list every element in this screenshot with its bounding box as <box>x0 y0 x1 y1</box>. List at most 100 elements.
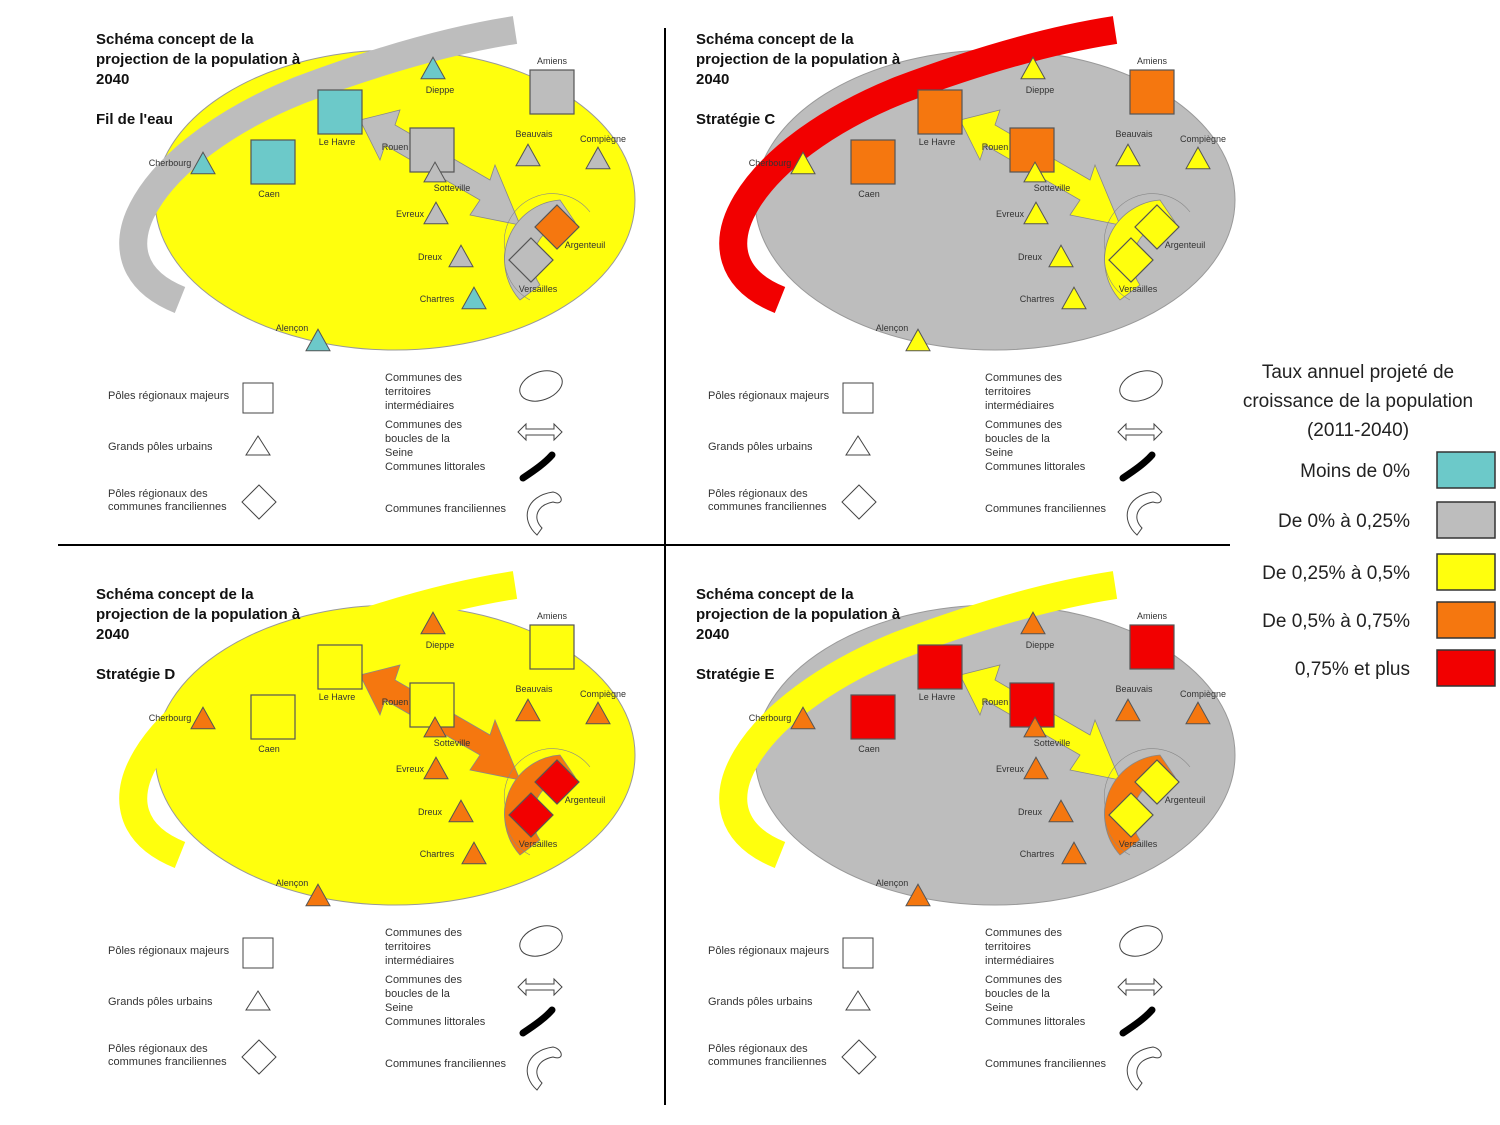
tri-compiegne <box>1185 701 1211 725</box>
city-label-evreux: Evreux <box>396 764 425 774</box>
legend-poles-majeurs-label: Pôles régionaux majeurs <box>708 945 830 957</box>
legend-double-arrow-symbol <box>517 977 563 997</box>
dia-argenteuil <box>1134 204 1180 250</box>
pole-caen <box>250 694 296 740</box>
city-label-caen: Caen <box>858 744 880 754</box>
legend-littorales-label: Communes littorales <box>385 461 486 473</box>
city-label-compiegne: Compiègne <box>1180 689 1226 699</box>
dia-argenteuil <box>534 759 580 805</box>
legend-double-arrow-symbol <box>1117 977 1163 997</box>
city-label-chartres: Chartres <box>420 849 455 859</box>
rate-legend-swatch-5 <box>1436 649 1496 687</box>
franciliennes-outline <box>1104 193 1191 301</box>
panel-title-line: Schéma concept de la <box>696 31 854 48</box>
scenario-name: Stratégie C <box>696 111 775 128</box>
pole-amiens <box>1129 624 1175 670</box>
tri-dieppe <box>420 611 446 635</box>
legend-diamond-symbol <box>241 1039 277 1075</box>
legend-grands-poles-label: Grands pôles urbains <box>108 441 213 453</box>
legend-territoires-label-line: territoires <box>985 941 1031 953</box>
city-label-cherbourg: Cherbourg <box>749 158 792 168</box>
legend-crescent-symbol <box>526 1046 562 1091</box>
city-label-dreux: Dreux <box>1018 252 1043 262</box>
legend-territoires-label-line: Communes des <box>985 372 1063 384</box>
legend-poles-majeurs-label: Pôles régionaux majeurs <box>108 945 230 957</box>
tri-compiegne <box>585 701 611 725</box>
panel-title-line: 2040 <box>96 71 129 88</box>
pole-amiens <box>529 624 575 670</box>
city-label-amiens: Amiens <box>1137 56 1168 66</box>
panel-title-line: projection de la population à <box>96 606 301 623</box>
city-label-sotteville: Sotteville <box>434 183 471 193</box>
city-label-versailles: Versailles <box>519 839 558 849</box>
legend-boucles-label-line: Seine <box>985 1002 1013 1014</box>
legend-double-arrow-symbol <box>517 422 563 442</box>
legend-littorales-label: Communes littorales <box>385 1016 486 1028</box>
tri-dieppe <box>1020 56 1046 80</box>
legend-boucles-label-line: boucles de la <box>985 433 1051 445</box>
tri-chartres <box>461 286 487 310</box>
legend-territoires-label-line: intermédiaires <box>385 400 455 412</box>
rate-legend-swatch-1 <box>1436 451 1496 489</box>
city-label-cherbourg: Cherbourg <box>749 713 792 723</box>
legend-double-arrow-symbol <box>1117 422 1163 442</box>
city-label-dieppe: Dieppe <box>426 85 455 95</box>
tri-dreux <box>1048 799 1074 823</box>
city-label-compiegne: Compiègne <box>580 134 626 144</box>
legend-franciliennes-label: Communes franciliennes <box>985 1058 1107 1070</box>
city-label-rouen: Rouen <box>382 142 409 152</box>
legend-boucles-label-line: Seine <box>385 1002 413 1014</box>
city-label-versailles: Versailles <box>1119 839 1158 849</box>
legend-boucles-label-line: Seine <box>385 447 413 459</box>
city-label-argenteuil: Argenteuil <box>1165 795 1206 805</box>
legend-territoires-label-line: territoires <box>385 386 431 398</box>
legend-territoires-label: Communes des territoires intermédiaires <box>985 372 1063 412</box>
panel-title-line: Schéma concept de la <box>96 31 254 48</box>
legend-territoires-label-line: intermédiaires <box>985 400 1055 412</box>
legend-poles-franciliens-label-line: communes franciliennes <box>108 1056 227 1068</box>
legend-poles-franciliens-label-line: Pôles régionaux des <box>108 1043 208 1055</box>
tri-alencon <box>905 883 931 907</box>
legend-crescent-symbol <box>1126 491 1162 536</box>
legend-crescent-symbol <box>526 491 562 536</box>
legend-franciliennes-label: Communes franciliennes <box>985 503 1107 515</box>
scenario-name: Stratégie D <box>96 666 175 683</box>
legend-littorales-label: Communes littorales <box>985 461 1086 473</box>
legend-grands-poles-label: Grands pôles urbains <box>708 996 813 1008</box>
city-label-caen: Caen <box>258 189 280 199</box>
rate-legend-swatch-2 <box>1436 501 1496 539</box>
legend-territoires-label-line: territoires <box>985 386 1031 398</box>
legend-diamond-symbol <box>841 484 877 520</box>
legend-poles-franciliens-label-line: Pôles régionaux des <box>708 1043 808 1055</box>
city-label-dieppe: Dieppe <box>1026 640 1055 650</box>
legend-ellipse-symbol <box>519 370 563 402</box>
legend-poles-franciliens-label-line: communes franciliennes <box>708 1056 827 1068</box>
tri-evreux <box>423 201 449 225</box>
tri-alencon <box>305 328 331 352</box>
city-label-dreux: Dreux <box>1018 807 1043 817</box>
panel-2: Schéma concept de la projection de la pop… <box>696 16 1236 536</box>
panel-title-line: projection de la population à <box>696 51 901 68</box>
legend-boucles-label-line: Communes des <box>985 419 1063 431</box>
panel-title-line: projection de la population à <box>96 51 301 68</box>
legend-boucles-label-line: Communes des <box>385 419 463 431</box>
tri-dieppe <box>1020 611 1046 635</box>
dia-versailles <box>508 792 554 838</box>
legend-poles-franciliens-label-line: Pôles régionaux des <box>108 488 208 500</box>
legend-ellipse-symbol <box>1119 925 1163 957</box>
rate-legend-title-line: croissance de la population <box>1243 391 1473 412</box>
legend-band-symbol <box>519 1006 556 1037</box>
panel-title: Schéma concept de la projection de la pop… <box>96 31 301 88</box>
city-label-chartres: Chartres <box>1020 294 1055 304</box>
tri-chartres <box>1061 841 1087 865</box>
tri-chartres <box>1061 286 1087 310</box>
panel-title: Schéma concept de la projection de la pop… <box>696 31 901 88</box>
